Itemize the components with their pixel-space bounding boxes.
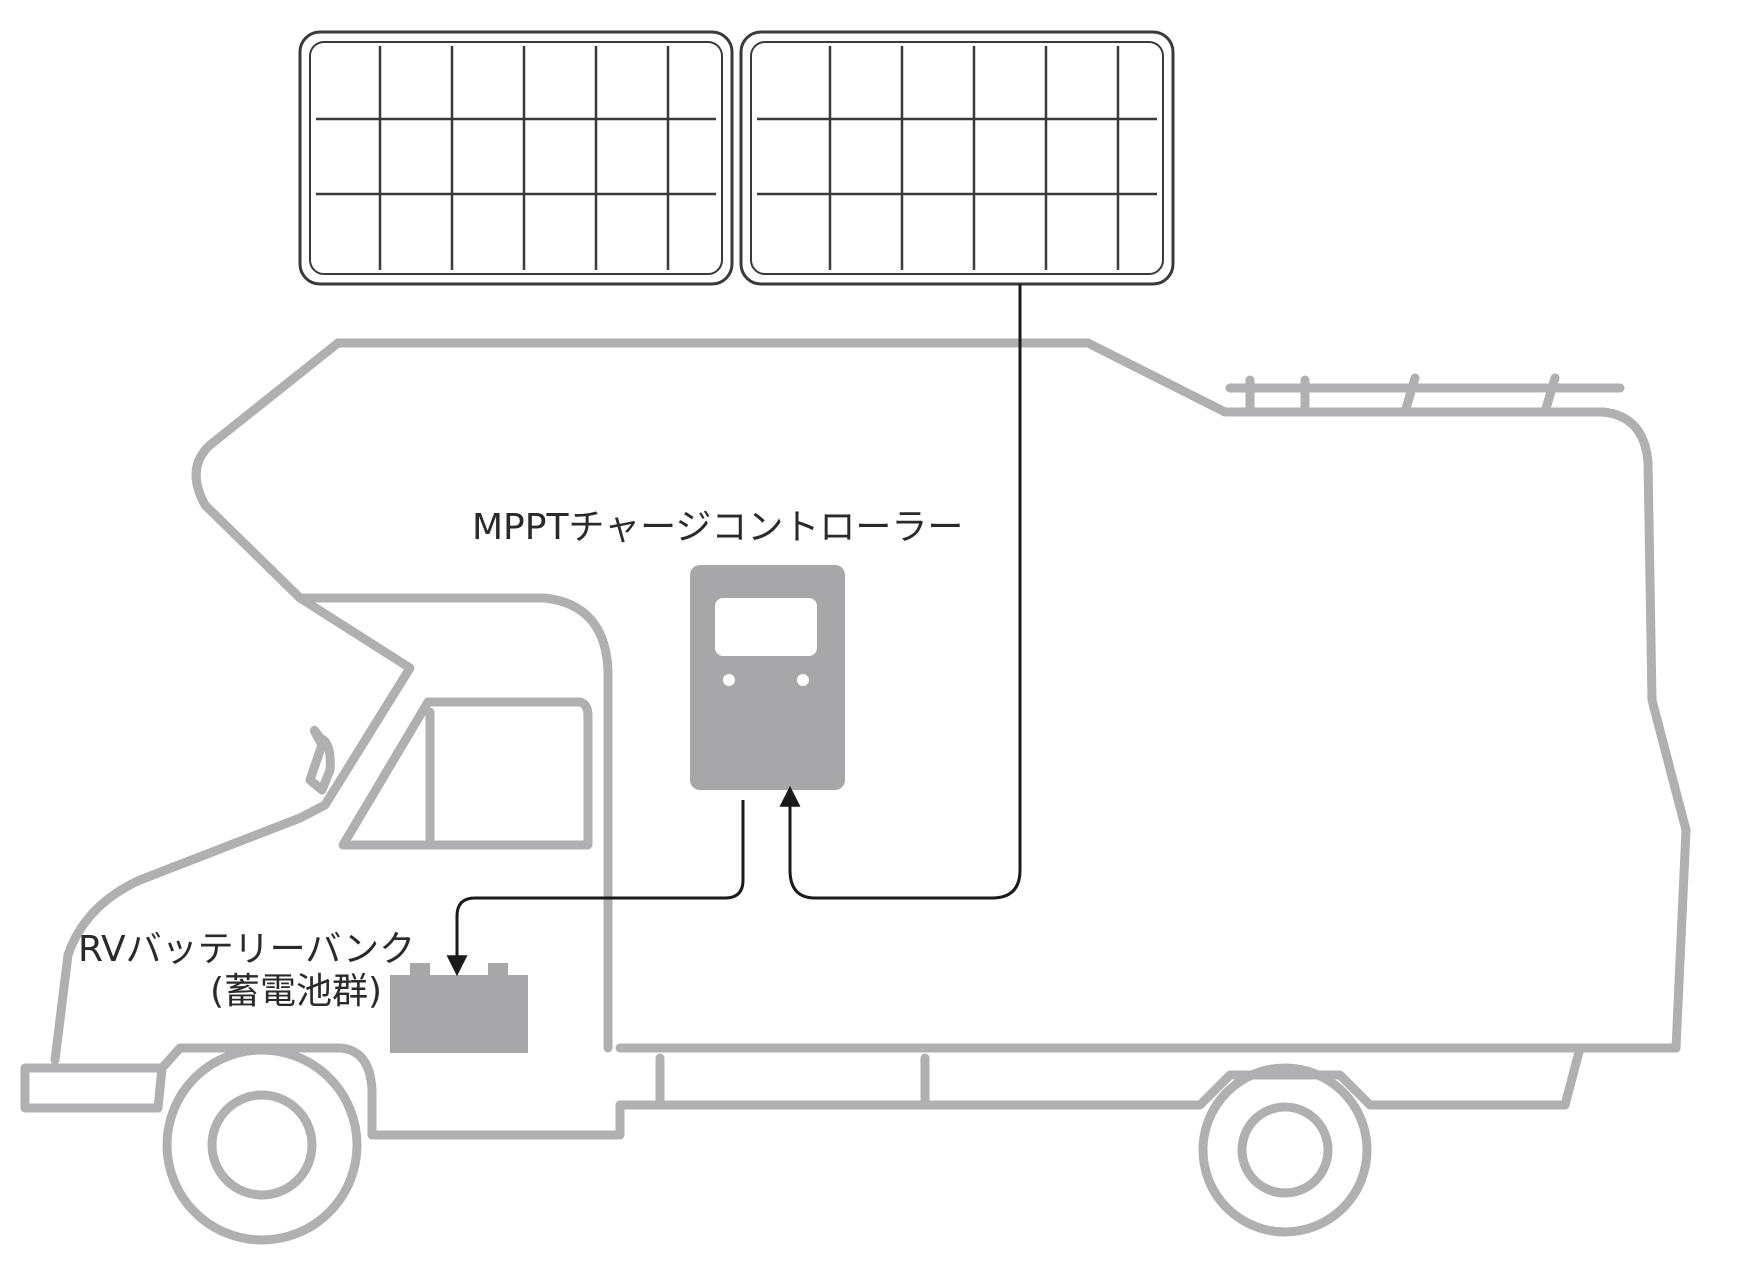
wiring bbox=[446, 284, 1022, 977]
front-bumper bbox=[20, 1063, 167, 1113]
roof-rack bbox=[1225, 373, 1625, 417]
controller-label: MPPTチャージコントローラー bbox=[472, 507, 964, 548]
front-wheel-outer bbox=[162, 1045, 362, 1245]
battery-icon bbox=[390, 963, 528, 1053]
side-panel-divider bbox=[655, 1053, 930, 1110]
camper-van-icon bbox=[20, 338, 1691, 1245]
lower-body-line bbox=[157, 1043, 1681, 1140]
overcab-outline bbox=[191, 338, 613, 1053]
battery-sublabel: (蓄電池群) bbox=[210, 971, 383, 1012]
solar-panel-left bbox=[298, 30, 734, 286]
solar-panel-icon bbox=[298, 30, 1175, 286]
cab-outline bbox=[50, 593, 415, 1065]
rear-wheel-outer bbox=[1198, 1063, 1372, 1237]
charge-controller-icon bbox=[690, 565, 845, 790]
battery-label: RVバッテリーバンク bbox=[78, 929, 416, 970]
panel-to-controller-wire bbox=[779, 284, 1022, 900]
van-body-outline bbox=[333, 338, 1691, 1110]
rear-wheel-inner bbox=[1237, 1102, 1333, 1198]
side-mirror bbox=[305, 726, 335, 795]
solar-panel-right bbox=[739, 30, 1175, 286]
controller-to-battery-wire bbox=[446, 800, 745, 977]
cab-window bbox=[338, 697, 593, 850]
front-wheel-inner bbox=[207, 1090, 317, 1200]
